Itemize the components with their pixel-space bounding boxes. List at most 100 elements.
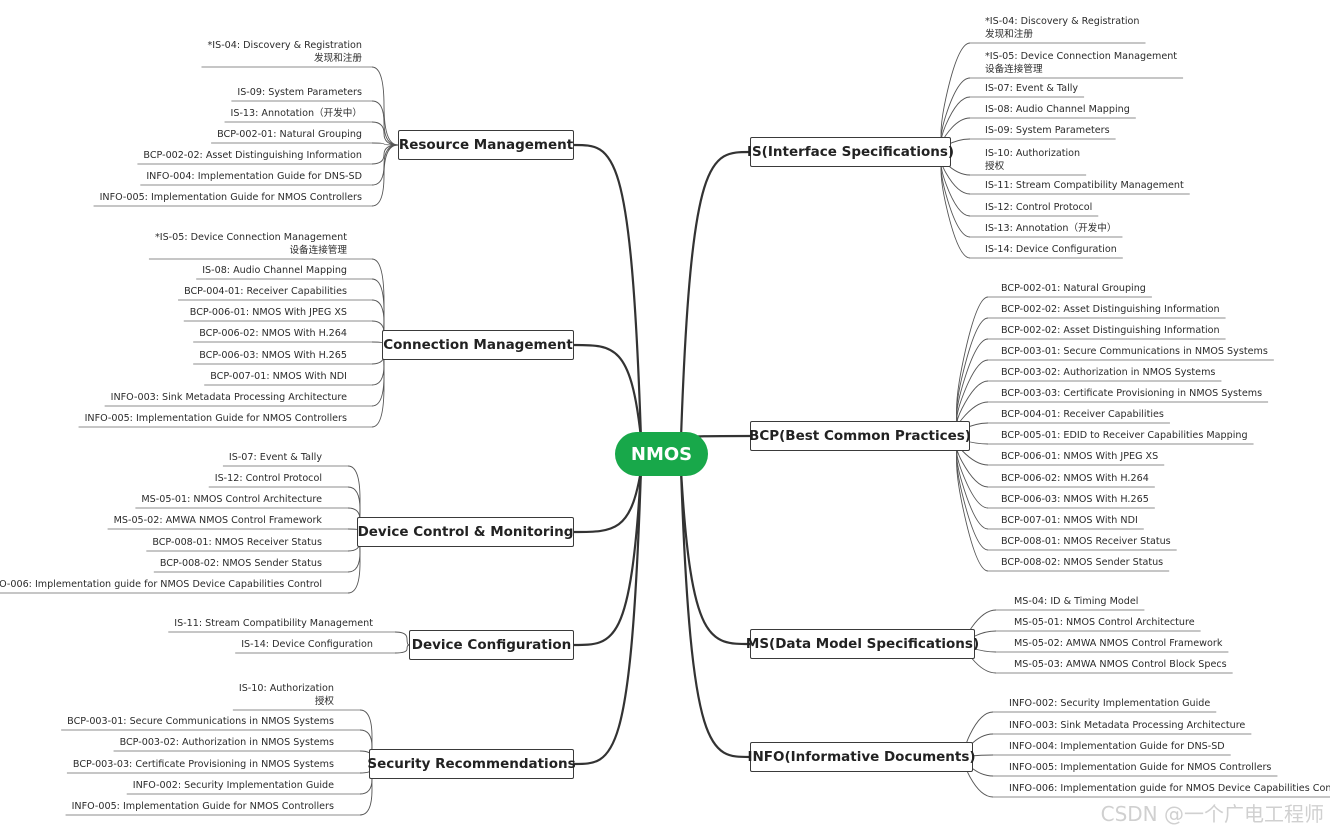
leaf-text: BCP-006-02: NMOS With H.264 bbox=[199, 328, 347, 339]
leaf-text: BCP-008-01: NMOS Receiver Status bbox=[1001, 536, 1171, 547]
branch-right-3[interactable]: INFO(Informative Documents) bbox=[747, 742, 976, 772]
leaf-item[interactable]: BCP-005-01: EDID to Receiver Capabilitie… bbox=[1001, 429, 1248, 442]
watermark: CSDN @一个广电工程师 bbox=[1100, 802, 1324, 826]
branch-left-3[interactable]: Device Configuration bbox=[409, 630, 574, 660]
leaf-item[interactable]: IS-14: Device Configuration bbox=[985, 243, 1117, 256]
link-center-left-0 bbox=[573, 143, 643, 439]
leaf-item[interactable]: BCP-002-01: Natural Grouping bbox=[1001, 282, 1146, 295]
leaf-item[interactable]: BCP-003-01: Secure Communications in NMO… bbox=[67, 715, 334, 728]
leaf-item[interactable]: MS-05-01: NMOS Control Architecture bbox=[141, 493, 322, 506]
leaf-item[interactable]: INFO-004: Implementation Guide for DNS-S… bbox=[146, 170, 362, 183]
leaf-item[interactable]: BCP-008-01: NMOS Receiver Status bbox=[1001, 535, 1171, 548]
leaf-item[interactable]: MS-05-02: AMWA NMOS Control Framework bbox=[1014, 637, 1222, 650]
branch-left-2[interactable]: Device Control & Monitoring bbox=[357, 517, 574, 547]
leaf-item[interactable]: BCP-003-02: Authorization in NMOS System… bbox=[120, 736, 334, 749]
leaf-item[interactable]: BCP-003-03: Certificate Provisioning in … bbox=[73, 758, 334, 771]
link-center-right-2 bbox=[679, 469, 751, 646]
branch-left-4[interactable]: Security Recommendations bbox=[367, 749, 576, 779]
leaf-item[interactable]: BCP-006-01: NMOS With JPEG XS bbox=[1001, 450, 1158, 463]
leaf-item[interactable]: INFO-006: Implementation guide for NMOS … bbox=[0, 578, 322, 591]
leaf-item[interactable]: BCP-003-01: Secure Communications in NMO… bbox=[1001, 345, 1268, 358]
leaf-item[interactable]: IS-09: System Parameters bbox=[237, 86, 362, 99]
leaf-item[interactable]: INFO-002: Security Implementation Guide bbox=[1009, 697, 1210, 710]
leaf-item[interactable]: MS-05-03: AMWA NMOS Control Block Specs bbox=[1014, 658, 1227, 671]
leaf-item[interactable]: MS-05-01: NMOS Control Architecture bbox=[1014, 616, 1195, 629]
leaf-item[interactable]: BCP-006-01: NMOS With JPEG XS bbox=[190, 306, 347, 319]
leaf-item[interactable]: IS-08: Audio Channel Mapping bbox=[202, 264, 347, 277]
leaf-item[interactable]: BCP-008-02: NMOS Sender Status bbox=[160, 557, 322, 570]
leaf-item[interactable]: MS-05-02: AMWA NMOS Control Framework bbox=[114, 514, 322, 527]
leaf-text: INFO-002: Security Implementation Guide bbox=[132, 780, 334, 791]
leaf-item[interactable]: BCP-003-03: Certificate Provisioning in … bbox=[1001, 387, 1262, 400]
leaf-item[interactable]: INFO-003: Sink Metadata Processing Archi… bbox=[1009, 719, 1245, 732]
leaf-text: BCP-003-03: Certificate Provisioning in … bbox=[72, 759, 334, 770]
leaf-item[interactable]: IS-11: Stream Compatibility Management bbox=[985, 179, 1184, 192]
leaf-item[interactable]: BCP-002-02: Asset Distinguishing Informa… bbox=[143, 149, 362, 162]
leaf-item[interactable]: INFO-005: Implementation Guide for NMOS … bbox=[1009, 761, 1271, 774]
branch-right-1[interactable]: BCP(Best Common Practices) bbox=[749, 421, 971, 451]
leaf-item[interactable]: BCP-003-02: Authorization in NMOS System… bbox=[1001, 366, 1215, 379]
leaf-text: INFO-004: Implementation Guide for DNS-S… bbox=[1009, 741, 1225, 752]
leaf-item[interactable]: IS-08: Audio Channel Mapping bbox=[985, 103, 1130, 116]
branch-left-1[interactable]: Connection Management bbox=[382, 330, 574, 360]
leaf-connector bbox=[371, 66, 399, 146]
branch-right-2[interactable]: MS(Data Model Specifications) bbox=[746, 629, 979, 659]
leaf-item[interactable]: BCP-008-01: NMOS Receiver Status bbox=[152, 536, 322, 549]
leaf-text: BCP-005-01: EDID to Receiver Capabilitie… bbox=[1001, 430, 1248, 441]
leaf-text: IS-09: System Parameters bbox=[237, 87, 362, 98]
leaf-item[interactable]: BCP-006-02: NMOS With H.264 bbox=[199, 327, 347, 340]
leaf-item[interactable]: BCP-007-01: NMOS With NDI bbox=[210, 370, 347, 383]
leaf-text: BCP-002-02: Asset Distinguishing Informa… bbox=[1001, 304, 1220, 315]
leaf-item[interactable]: IS-14: Device Configuration bbox=[241, 638, 373, 651]
leaf-text: IS-12: Control Protocol bbox=[985, 202, 1093, 213]
leaf-item[interactable]: BCP-006-03: NMOS With H.265 bbox=[199, 349, 347, 362]
leaf-item[interactable]: IS-12: Control Protocol bbox=[215, 472, 322, 485]
branch-right-0[interactable]: IS(Interface Specifications) bbox=[747, 137, 954, 167]
leaf-text: IS-07: Event & Tally bbox=[985, 83, 1079, 94]
leaf-connector bbox=[394, 644, 410, 654]
leaf-item[interactable]: IS-12: Control Protocol bbox=[985, 201, 1092, 214]
leaf-item[interactable]: INFO-006: Implementation guide for NMOS … bbox=[1009, 782, 1330, 795]
leaf-item[interactable]: IS-09: System Parameters bbox=[985, 124, 1110, 137]
leaf-item[interactable]: BCP-004-01: Receiver Capabilities bbox=[1001, 408, 1164, 421]
leaf-item[interactable]: BCP-006-03: NMOS With H.265 bbox=[1001, 493, 1149, 506]
link-center-left-1 bbox=[573, 343, 643, 439]
leaf-text: BCP-004-01: Receiver Capabilities bbox=[184, 286, 347, 297]
leaf-text: IS-14: Device Configuration bbox=[241, 639, 373, 650]
leaf-item[interactable]: IS-13: Annotation（开发中） bbox=[231, 107, 362, 120]
leaf-item[interactable]: IS-07: Event & Tally bbox=[229, 451, 322, 464]
leaf-connector bbox=[394, 631, 410, 646]
leaf-item[interactable]: BCP-002-01: Natural Grouping bbox=[217, 128, 362, 141]
leaf-item[interactable]: BCP-007-01: NMOS With NDI bbox=[1001, 514, 1138, 527]
leaf-text: IS-10: Authorization bbox=[985, 148, 1081, 159]
leaf-item[interactable]: MS-04: ID & Timing Model bbox=[1014, 595, 1138, 608]
branch-left-0[interactable]: Resource Management bbox=[398, 130, 574, 160]
leaf-text: BCP-006-02: NMOS With H.264 bbox=[1001, 473, 1149, 484]
leaf-item[interactable]: BCP-008-02: NMOS Sender Status bbox=[1001, 556, 1163, 569]
leaf-item[interactable]: BCP-004-01: Receiver Capabilities bbox=[184, 285, 347, 298]
leaf-item[interactable]: BCP-006-02: NMOS With H.264 bbox=[1001, 472, 1149, 485]
leaf-item[interactable]: BCP-002-02: Asset Distinguishing Informa… bbox=[1001, 303, 1220, 316]
leaf-item[interactable]: INFO-004: Implementation Guide for DNS-S… bbox=[1009, 740, 1225, 753]
leaf-item[interactable]: IS-07: Event & Tally bbox=[985, 82, 1078, 95]
leaf-item[interactable]: INFO-003: Sink Metadata Processing Archi… bbox=[111, 391, 347, 404]
center-node[interactable]: NMOS bbox=[615, 432, 708, 476]
leaf-text: INFO-005: Implementation Guide for NMOS … bbox=[1009, 762, 1272, 773]
leaf-item[interactable]: IS-13: Annotation（开发中） bbox=[985, 222, 1116, 235]
leaf-item[interactable]: BCP-002-02: Asset Distinguishing Informa… bbox=[1001, 324, 1220, 337]
leaf-item[interactable]: INFO-002: Security Implementation Guide bbox=[133, 779, 334, 792]
leaf-connector bbox=[956, 296, 989, 437]
leaf-item[interactable]: INFO-005: Implementation Guide for NMOS … bbox=[72, 800, 334, 813]
leaf-item[interactable]: INFO-005: Implementation Guide for NMOS … bbox=[100, 191, 362, 204]
leaf-item[interactable]: INFO-005: Implementation Guide for NMOS … bbox=[85, 412, 347, 425]
leaf-text: BCP-003-01: Secure Communications in NMO… bbox=[1001, 346, 1268, 357]
leaf-item[interactable]: IS-11: Stream Compatibility Management bbox=[174, 617, 373, 630]
leaf-text: IS-13: Annotation（开发中） bbox=[230, 108, 362, 119]
leaf-text: BCP-003-02: Authorization in NMOS System… bbox=[1001, 367, 1216, 378]
